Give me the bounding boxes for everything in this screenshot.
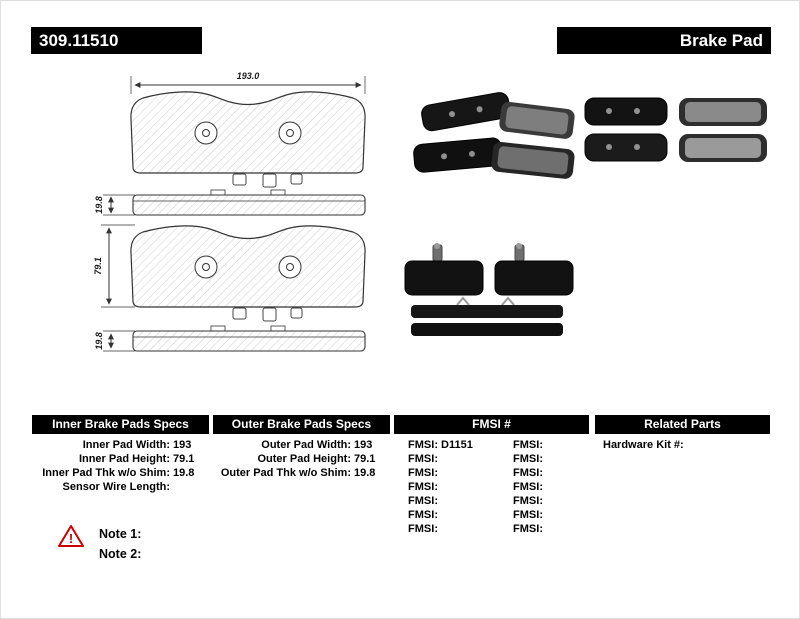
spec-label: Inner Pad Thk w/o Shim:	[42, 467, 170, 479]
brake-pad-photo	[499, 101, 575, 139]
fmsi-header: FMSI #	[394, 415, 589, 434]
fmsi-row: FMSI: FMSI:	[394, 522, 589, 536]
fmsi-row: FMSI: FMSI:	[394, 480, 589, 494]
dimension-thickness-bottom: 19.8	[94, 330, 135, 352]
spec-value: 79.1	[173, 453, 195, 465]
fmsi-table: FMSI # FMSI: D1151 FMSI: FMSI: FMSI: FMS…	[394, 415, 589, 536]
fmsi-row: FMSI: FMSI:	[394, 508, 589, 522]
fmsi-label: FMSI:	[513, 453, 543, 465]
related-parts-table: Related Parts Hardware Kit #:	[595, 415, 770, 452]
fmsi-label: FMSI:	[513, 523, 543, 535]
fmsi-label: FMSI:	[408, 523, 438, 535]
dim-height-label: 79.1	[93, 257, 103, 275]
dim-thickness-top-label: 19.8	[94, 196, 104, 214]
note-1: Note 1:	[99, 527, 142, 541]
product-photo-group-1	[413, 92, 575, 179]
fmsi-label: FMSI:	[408, 439, 438, 451]
spec-row: Outer Pad Width: 193	[213, 438, 390, 452]
brake-pad-photo	[584, 97, 668, 126]
fmsi-label: FMSI:	[408, 495, 438, 507]
spec-label: Outer Pad Thk w/o Shim:	[220, 467, 351, 479]
related-row: Hardware Kit #:	[595, 438, 770, 452]
spec-row: Sensor Wire Length:	[32, 480, 209, 494]
fmsi-label: FMSI:	[408, 467, 438, 479]
notes-section: ! Note 1: Note 2:	[58, 524, 141, 564]
spec-value: 79.1	[354, 453, 376, 465]
brake-pad-photo	[679, 98, 767, 126]
fmsi-label: FMSI:	[513, 467, 543, 479]
related-parts-header: Related Parts	[595, 415, 770, 434]
fmsi-label: FMSI:	[513, 509, 543, 521]
spec-row: Inner Pad Height: 79.1	[32, 452, 209, 466]
outer-pad-front-view	[130, 225, 366, 322]
note-2: Note 2:	[99, 547, 142, 561]
outer-specs-table: Outer Brake Pads Specs Outer Pad Width: …	[213, 415, 390, 480]
fmsi-row: FMSI: FMSI:	[394, 494, 589, 508]
fmsi-label: FMSI:	[513, 495, 543, 507]
brake-pad-photo	[413, 137, 503, 173]
fmsi-label: FMSI:	[408, 509, 438, 521]
fmsi-row: FMSI: FMSI:	[394, 452, 589, 466]
fmsi-label: FMSI:	[513, 439, 543, 451]
part-number-bar: 309.11510	[31, 27, 202, 54]
spec-row: Inner Pad Width: 193	[32, 438, 209, 452]
spec-label: Outer Pad Height:	[257, 453, 351, 465]
dim-width-label: 193.0	[237, 71, 260, 81]
spec-label: Sensor Wire Length:	[62, 481, 170, 493]
product-photo-group-3	[404, 243, 574, 336]
brake-pad-photo	[491, 142, 575, 179]
inner-specs-table: Inner Brake Pads Specs Inner Pad Width: …	[32, 415, 209, 494]
dim-thickness-bottom-label: 19.8	[94, 332, 104, 350]
brake-pad-photo	[421, 92, 511, 132]
fmsi-row: FMSI: FMSI:	[394, 466, 589, 480]
related-label: Hardware Kit #:	[603, 439, 684, 451]
outer-specs-header: Outer Brake Pads Specs	[213, 415, 390, 434]
inner-pad-front-view	[130, 91, 366, 188]
spec-label: Inner Pad Width:	[82, 439, 170, 451]
product-type-bar: Brake Pad	[557, 27, 771, 54]
spec-value: 19.8	[354, 467, 376, 479]
fmsi-label: FMSI:	[408, 481, 438, 493]
technical-drawing: 193.0 19.8 79.1 19.8	[93, 71, 366, 352]
spec-label: Outer Pad Width:	[261, 439, 351, 451]
warning-icon: !	[58, 525, 84, 547]
spec-value: 193	[354, 439, 373, 451]
fmsi-label: FMSI:	[513, 481, 543, 493]
inner-specs-header: Inner Brake Pads Specs	[32, 415, 209, 434]
fmsi-label: FMSI:	[408, 453, 438, 465]
fmsi-value: D1151	[441, 439, 473, 451]
dimension-width: 193.0	[130, 71, 366, 94]
spec-value: 19.8	[173, 467, 195, 479]
wear-sensor-photo	[432, 243, 525, 262]
spec-row: Outer Pad Thk w/o Shim: 19.8	[213, 466, 390, 480]
brake-pad-photo	[679, 134, 767, 162]
brake-pad-photo	[584, 133, 668, 162]
brake-pad-photo	[411, 296, 563, 336]
fmsi-row: FMSI: D1151 FMSI:	[394, 438, 589, 452]
spec-label: Inner Pad Height:	[78, 453, 170, 465]
spec-row: Inner Pad Thk w/o Shim: 19.8	[32, 466, 209, 480]
dimension-height: 79.1	[93, 224, 135, 308]
product-photo-group-2	[584, 97, 767, 162]
svg-text:!: !	[69, 531, 73, 546]
spec-value: 193	[173, 439, 192, 451]
spec-row: Outer Pad Height: 79.1	[213, 452, 390, 466]
outer-pad-edge-view	[132, 325, 366, 352]
brake-pad-photo	[404, 260, 574, 296]
inner-pad-edge-view	[132, 189, 366, 216]
dimension-thickness-top: 19.8	[94, 194, 135, 216]
